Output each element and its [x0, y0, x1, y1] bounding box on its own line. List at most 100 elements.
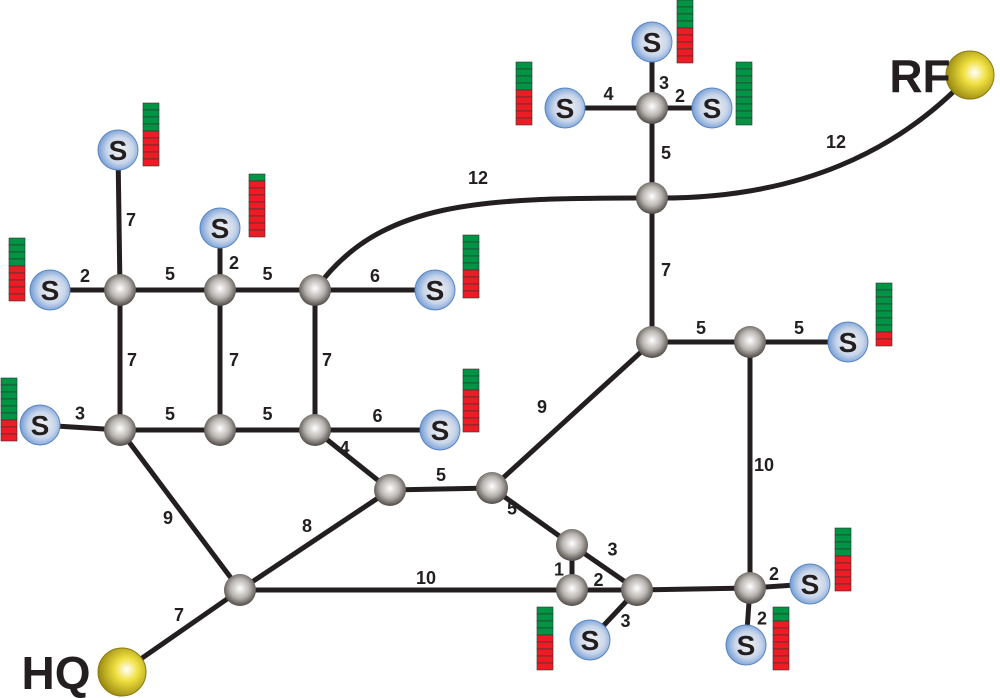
sensor-label: S	[109, 135, 128, 166]
gauge-segment-green	[515, 75, 533, 84]
gauge-segment-red	[142, 158, 160, 167]
gauge-segment-green	[8, 244, 26, 253]
sensor-label: S	[431, 415, 450, 446]
status-gauge-s2	[8, 237, 26, 302]
terminal-node-rf[interactable]	[945, 50, 995, 100]
gauge-segment-green	[735, 82, 753, 91]
edge-weight-label: 7	[126, 210, 136, 230]
sensor-node-s1[interactable]	[97, 129, 139, 171]
gauge-segment-red	[462, 290, 480, 299]
gauge-segment-green	[875, 296, 893, 305]
junction-node-I[interactable]	[636, 182, 668, 214]
gauge-segment-red	[462, 410, 480, 419]
gauge-segment-red	[772, 634, 790, 643]
junction-node-N[interactable]	[621, 574, 653, 606]
gauge-segment-green	[875, 282, 893, 291]
edge-weight-label: 6	[370, 266, 380, 286]
junction-node-F[interactable]	[299, 414, 331, 446]
gauge-segment-red	[248, 187, 266, 196]
sensor-node-s8[interactable]	[544, 87, 586, 129]
gauge-segment-green	[875, 289, 893, 298]
gauge-segment-green	[735, 117, 753, 126]
status-gauge-s7	[676, 0, 694, 64]
gauge-segment-red	[772, 627, 790, 636]
gauge-segment-red	[536, 634, 554, 643]
junction-node-C[interactable]	[299, 274, 331, 306]
edge-weight-label: 9	[537, 397, 547, 417]
gauge-segment-red	[772, 655, 790, 664]
sensor-node-s4[interactable]	[414, 269, 456, 311]
junction-node-O[interactable]	[734, 572, 766, 604]
sensor-node-s6[interactable]	[419, 409, 461, 451]
gauge-segment-green	[0, 412, 18, 421]
gauge-segment-green	[536, 606, 554, 615]
edge-G-H	[389, 485, 493, 493]
gauge-segment-red	[142, 137, 160, 146]
sensor-node-s9[interactable]	[691, 87, 733, 129]
junction-node-B[interactable]	[204, 274, 236, 306]
sensor-label: S	[643, 27, 662, 58]
sensor-label: S	[211, 213, 230, 244]
status-gauge-s5	[0, 377, 18, 442]
junction-node-J[interactable]	[636, 326, 668, 358]
junction-node-L[interactable]	[556, 529, 588, 561]
edge-N-O	[636, 585, 751, 593]
junction-node-K[interactable]	[734, 326, 766, 358]
gauge-segment-red	[142, 130, 160, 139]
sensor-label: S	[31, 410, 50, 441]
junction-node-A[interactable]	[104, 274, 136, 306]
junction-node-E[interactable]	[204, 414, 236, 446]
junction-node-P[interactable]	[224, 574, 256, 606]
junction-node-D[interactable]	[104, 414, 136, 446]
sensor-node-s3[interactable]	[199, 207, 241, 249]
gauge-segment-green	[515, 61, 533, 70]
status-gauge-s6	[462, 368, 480, 433]
sensor-node-s12[interactable]	[725, 624, 767, 666]
gauge-segment-red	[462, 424, 480, 433]
sensor-label: S	[839, 327, 858, 358]
gauge-segment-red	[248, 194, 266, 203]
gauge-segment-green	[142, 102, 160, 111]
gauge-segment-green	[536, 627, 554, 636]
gauge-segment-green	[142, 123, 160, 132]
gauge-segment-green	[0, 377, 18, 386]
sensor-node-s13[interactable]	[569, 619, 611, 661]
edge-weight-label: 3	[659, 73, 669, 93]
gauge-segment-green	[515, 68, 533, 77]
junction-node-Q[interactable]	[636, 92, 668, 124]
status-gauge-s13	[536, 606, 554, 671]
gauge-segment-red	[515, 110, 533, 119]
gauge-segment-green	[834, 548, 852, 557]
gauge-segment-green	[462, 375, 480, 384]
edge-weight-label: 7	[174, 605, 184, 625]
gauge-segment-red	[462, 417, 480, 426]
junction-node-M[interactable]	[556, 574, 588, 606]
gauge-segment-red	[834, 576, 852, 585]
edge-weight-label: 5	[165, 404, 175, 424]
gauge-segment-green	[8, 237, 26, 246]
junction-node-G[interactable]	[374, 474, 406, 506]
sensor-node-s10[interactable]	[827, 321, 869, 363]
gauge-segment-red	[834, 562, 852, 571]
gauge-segment-green	[875, 317, 893, 326]
gauge-segment-red	[462, 389, 480, 398]
sensor-node-s5[interactable]	[19, 404, 61, 446]
gauge-segment-red	[676, 55, 694, 64]
gauge-segment-green	[0, 391, 18, 400]
sensor-node-s11[interactable]	[789, 563, 831, 605]
sensor-node-s2[interactable]	[29, 269, 71, 311]
edge-weight-label: 7	[322, 350, 332, 370]
sensor-label: S	[737, 630, 756, 661]
gauge-segment-red	[248, 229, 266, 238]
edge-weight-label: 4	[603, 84, 613, 104]
gauge-segment-green	[676, 20, 694, 29]
edge-weight-label: 10	[754, 455, 774, 475]
gauge-segment-green	[0, 398, 18, 407]
sensor-node-s7[interactable]	[631, 21, 673, 63]
terminal-node-hq[interactable]	[97, 647, 147, 697]
edge-weight-label: 5	[696, 318, 706, 338]
status-gauge-s3	[248, 173, 266, 238]
junction-node-H[interactable]	[476, 472, 508, 504]
edge-weight-label: 8	[302, 516, 312, 536]
